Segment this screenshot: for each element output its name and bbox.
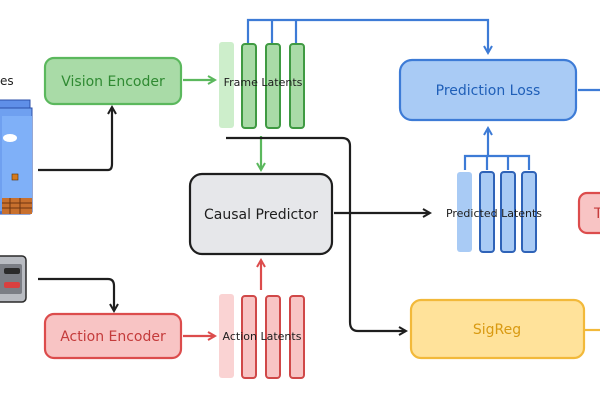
arrow-frame-latents-to-sigreg (226, 136, 406, 331)
vision-encoder-box: Vision Encoder (43, 56, 183, 106)
cut-off-red-box: T (577, 191, 600, 235)
causal-predictor-label: Causal Predictor (204, 207, 318, 223)
cut-off-box-label: T (593, 206, 600, 222)
game-frames-image (0, 99, 33, 215)
arrow-frames-to-vision-encoder (38, 107, 112, 172)
arrow-controller-to-action-encoder (38, 277, 114, 311)
arrow-predicted-latents-to-loss (463, 154, 531, 170)
action-latents-stack: Action Latents (219, 294, 305, 379)
arrow-frame-latents-to-loss (246, 18, 488, 53)
sigreg-box: SigReg (409, 298, 586, 360)
predicted-latents-label: Predicted Latents (446, 207, 542, 220)
prediction-loss-box: Prediction Loss (398, 58, 578, 122)
causal-predictor-box: Causal Predictor (188, 172, 334, 256)
action-encoder-label: Action Encoder (60, 329, 166, 345)
vision-encoder-label: Vision Encoder (61, 74, 165, 90)
controller-icon (0, 255, 27, 303)
prediction-loss-label: Prediction Loss (436, 83, 541, 99)
predicted-latents-stack: Predicted Latents (446, 171, 542, 253)
sigreg-label: SigReg (473, 322, 521, 338)
action-latents-label: Action Latents (223, 330, 302, 343)
frame-latents-label: Frame Latents (224, 76, 303, 89)
frames-label: es (0, 74, 14, 88)
frame-latents-stack: Frame Latents (219, 42, 305, 129)
action-encoder-box: Action Encoder (43, 312, 183, 360)
